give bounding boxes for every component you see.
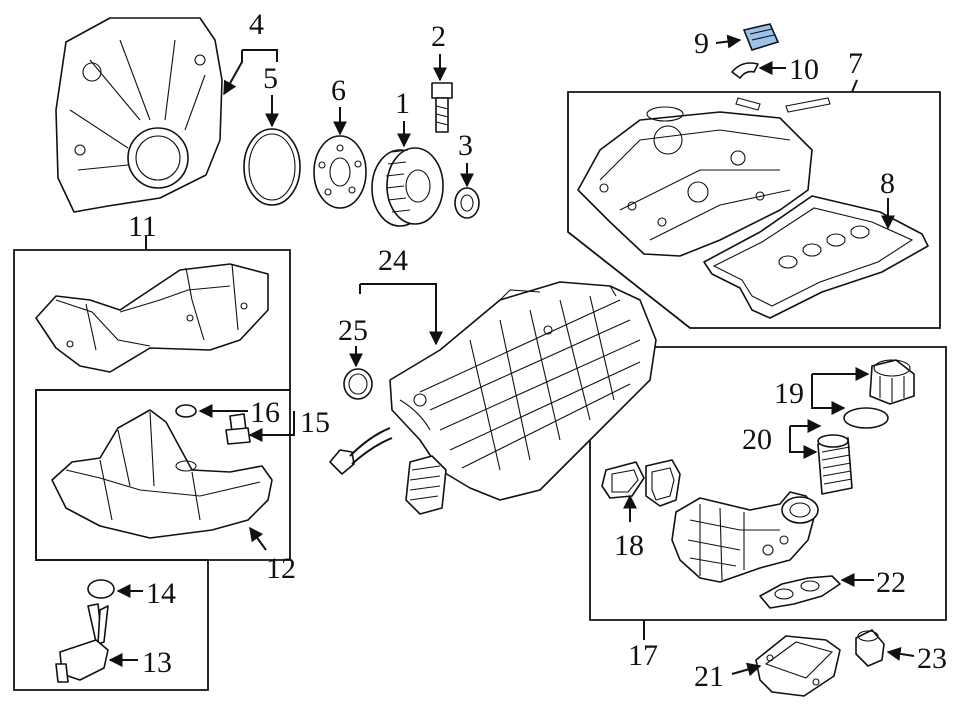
callout-23: 23 — [917, 642, 947, 675]
callout-4: 4 — [249, 8, 264, 41]
callout-14: 14 — [146, 577, 176, 610]
callout-22: 22 — [876, 566, 906, 599]
valve-cover — [577, 97, 831, 257]
group-box-12 — [35, 389, 291, 561]
lower-oil-pan — [51, 409, 273, 539]
leader-lines — [108, 34, 915, 677]
group-box-7 — [567, 91, 941, 329]
callout-10: 10 — [789, 53, 819, 86]
oil-filler-cap — [742, 23, 780, 51]
callout-21: 21 — [694, 660, 724, 693]
damper-washer — [313, 135, 367, 209]
callout-16: 16 — [250, 396, 280, 429]
callout-9: 9 — [694, 27, 709, 60]
callout-18: 18 — [614, 529, 644, 562]
sensor-o-ring — [87, 579, 115, 599]
callout-19: 19 — [774, 377, 804, 410]
valve-cover-gasket — [703, 195, 929, 319]
crankshaft-pulley — [371, 147, 444, 227]
pulley-bolt — [431, 82, 453, 133]
callout-labels: 1 2 3 4 5 6 7 8 9 10 11 12 13 14 15 16 1… — [128, 8, 947, 693]
oil-filter-cap — [869, 359, 915, 405]
cover-seal-ring — [243, 128, 301, 206]
callout-11: 11 — [128, 210, 157, 243]
callout-13: 13 — [142, 646, 172, 679]
callout-15: 15 — [300, 406, 330, 439]
callout-3: 3 — [458, 129, 473, 162]
callout-24: 24 — [378, 244, 408, 277]
filter-housing-gasket — [601, 459, 681, 507]
callout-6: 6 — [331, 74, 346, 107]
callout-17: 17 — [628, 639, 658, 672]
filter-cap-o-ring — [843, 407, 889, 429]
callout-1: 1 — [395, 87, 410, 120]
oil-filter-housing — [671, 491, 819, 583]
oil-filter-element — [817, 434, 853, 495]
housing-mounting-gasket — [759, 575, 841, 609]
intake-seal-ring — [343, 368, 373, 400]
intake-manifold — [329, 281, 657, 515]
front-crank-seal — [454, 187, 480, 219]
callout-5: 5 — [263, 62, 278, 95]
oil-level-sensor — [55, 603, 109, 683]
callout-2: 2 — [431, 20, 446, 53]
oil-cooler — [755, 635, 841, 697]
group-box-17 — [589, 346, 947, 621]
timing-cover — [55, 17, 223, 213]
upper-oil-pan — [35, 263, 269, 373]
callout-12: 12 — [266, 552, 296, 585]
callout-20: 20 — [742, 423, 772, 456]
callout-25: 25 — [338, 314, 368, 347]
drain-plug — [225, 413, 251, 445]
callout-7: 7 — [848, 47, 863, 80]
oil-pressure-sensor — [855, 629, 885, 667]
filler-cap-seal — [731, 62, 759, 79]
callout-8: 8 — [880, 167, 895, 200]
drain-plug-washer — [175, 404, 197, 418]
